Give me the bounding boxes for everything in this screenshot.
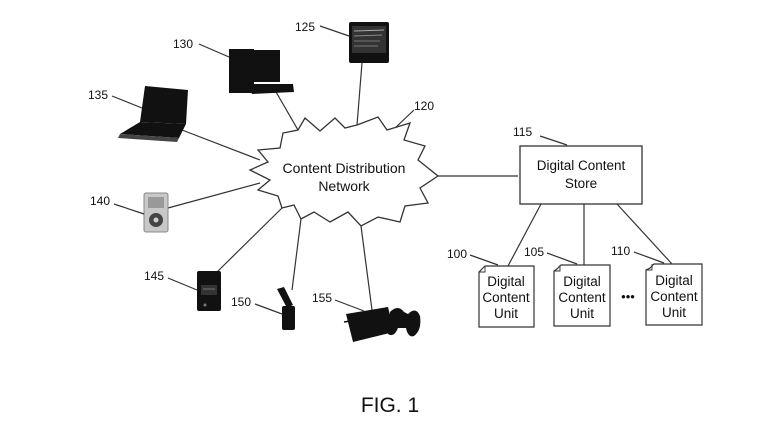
ref-100: 100 [447,247,467,261]
unit-110-line3: Unit [662,305,686,320]
digital-content-unit-100: Digital Content Unit 100 [447,247,535,328]
tablet-icon [349,22,389,63]
digital-content-store-box [519,145,643,205]
game-console-icon [343,307,421,342]
leader-155 [334,299,365,312]
connection-140 [167,182,261,209]
figure-caption: FIG. 1 [361,394,419,417]
ref-120: 120 [414,99,434,113]
unit-100-line2: Content [482,290,530,305]
connection-135 [181,129,261,161]
connection-155 [360,225,373,311]
unit-110-line2: Content [650,289,698,304]
media-player-icon [143,192,169,233]
laptop-icon [118,86,188,142]
unit-105-line2: Content [558,290,606,305]
ref-135: 135 [88,88,108,102]
ref-105: 105 [524,245,544,259]
ref-115: 115 [513,125,532,139]
ellipsis: ••• [621,289,635,304]
ref-140: 140 [90,194,110,208]
unit-100-line3: Unit [494,306,518,321]
digital-content-unit-105: Digital Content Unit 105 [524,245,611,327]
ref-110: 110 [611,244,630,258]
store-label-line2: Store [565,176,597,191]
connection-store-100 [507,203,542,267]
leader-150 [254,303,283,315]
store-label-line1: Digital Content [537,158,626,173]
unit-100-line1: Digital [487,274,525,289]
network-label-line2: Network [318,178,370,194]
connection-145 [216,207,283,273]
unit-105-line1: Digital [563,274,601,289]
ref-125: 125 [295,20,315,34]
leader-120 [394,109,415,129]
leader-115 [539,135,568,146]
unit-105-line3: Unit [570,306,594,321]
connection-125 [356,62,363,126]
ref-155: 155 [312,291,332,305]
unit-110-line1: Digital [655,273,693,288]
content-distribution-network-shape [248,116,440,227]
connection-150 [291,218,302,291]
leader-130 [198,43,230,58]
pda-icon [197,271,221,311]
leader-140 [113,203,145,215]
connection-store-110 [616,203,673,265]
ref-150: 150 [231,295,251,309]
leader-125 [319,25,350,37]
flip-phone-icon [277,287,295,330]
desktop-computer-icon [229,49,294,94]
leader-135 [111,95,143,109]
leader-145 [167,277,198,291]
ref-130: 130 [173,37,193,51]
digital-content-unit-110: Digital Content Unit 110 [611,244,703,326]
network-label-line1: Content Distribution [283,160,406,176]
ref-145: 145 [144,269,164,283]
